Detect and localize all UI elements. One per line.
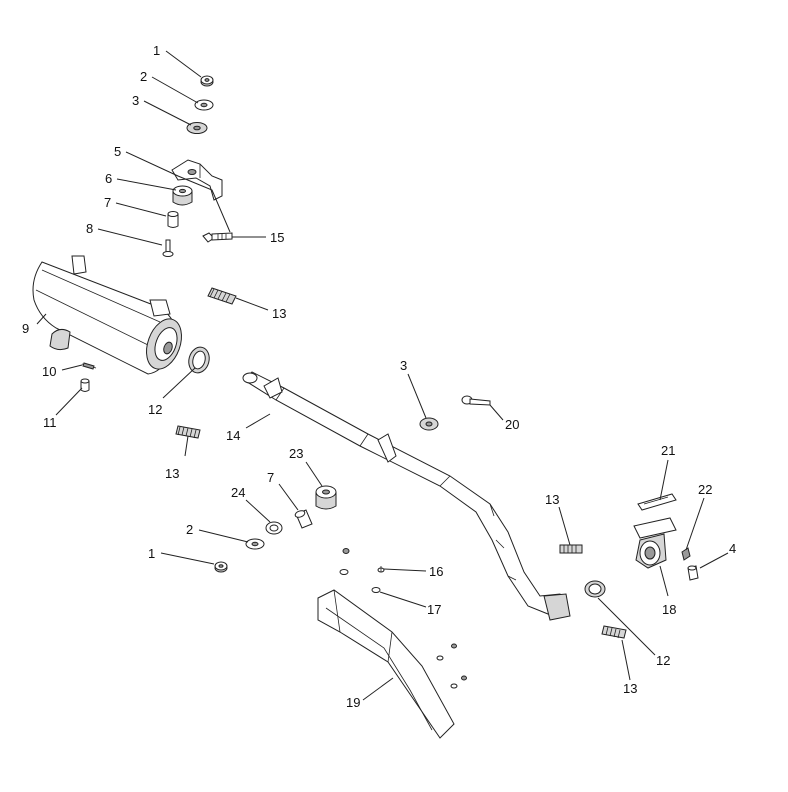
callout-3-top: 3 [132, 93, 139, 108]
callout-9: 9 [22, 321, 29, 336]
part-rubber-mount [172, 185, 193, 206]
part-plug [80, 378, 90, 392]
part-flange-gasket [637, 493, 677, 511]
callout-10: 10 [42, 364, 56, 379]
callout-1-lower: 1 [148, 546, 155, 561]
part-gasket-header [584, 580, 606, 598]
callout-3-mid: 3 [400, 358, 407, 373]
callout-23: 23 [289, 446, 303, 461]
callout-13-c: 13 [545, 492, 559, 507]
callout-2-lower: 2 [186, 522, 193, 537]
part-nut-lower [214, 561, 228, 573]
part-plug-4 [687, 565, 699, 581]
part-heat-shield [317, 589, 467, 739]
part-bolt-20 [461, 395, 491, 406]
callout-13-b: 13 [165, 466, 179, 481]
part-gasket-muffler [188, 346, 210, 374]
callout-19: 19 [346, 695, 360, 710]
callout-21: 21 [661, 443, 675, 458]
callout-numbers: 1 2 3 5 6 7 8 15 13 9 10 11 12 13 14 3 2… [22, 43, 736, 710]
callout-2-top: 2 [140, 69, 147, 84]
part-washer-24 [265, 521, 283, 535]
callout-5: 5 [114, 144, 121, 159]
callout-7-top: 7 [104, 195, 111, 210]
part-grommet-washer-mid [419, 417, 439, 431]
callout-13-a: 13 [272, 306, 286, 321]
part-spring-d [601, 625, 627, 639]
callout-1-top: 1 [153, 43, 160, 58]
callout-11: 11 [43, 415, 57, 430]
callout-24: 24 [231, 485, 245, 500]
callout-18: 18 [662, 602, 676, 617]
part-spacer-sleeve-lower [294, 509, 313, 529]
part-rubber-mount-lower [315, 485, 337, 510]
part-nut-top [200, 75, 214, 87]
part-bolt-small [162, 239, 174, 257]
callout-4: 4 [729, 541, 736, 556]
callout-17: 17 [427, 602, 441, 617]
callout-8: 8 [86, 221, 93, 236]
callout-15: 15 [270, 230, 284, 245]
callout-7-lower: 7 [267, 470, 274, 485]
callout-6: 6 [105, 171, 112, 186]
callout-12-a: 12 [148, 402, 162, 417]
callout-22: 22 [698, 482, 712, 497]
callout-12-b: 12 [656, 653, 670, 668]
callout-14: 14 [226, 428, 240, 443]
part-spring-pin [81, 362, 97, 370]
part-washer-top [194, 99, 214, 111]
callout-16: 16 [429, 564, 443, 579]
part-muffler [32, 255, 182, 375]
callout-20: 20 [505, 417, 519, 432]
part-header-flange [633, 517, 677, 569]
part-spring-c [559, 544, 583, 554]
part-spacer-sleeve-top [167, 211, 179, 228]
part-washer-lower [245, 538, 265, 550]
part-spring-a [207, 287, 237, 305]
part-grommet-washer-top [186, 122, 208, 134]
part-screw-16 [342, 548, 385, 573]
part-flange-bolt [202, 232, 233, 243]
leader-lines [36, 50, 729, 701]
part-exhaust-pipe [242, 371, 571, 621]
part-washer-17 [339, 569, 381, 593]
part-spring-b [175, 425, 201, 439]
callout-13-d: 13 [623, 681, 637, 696]
part-bracket [171, 159, 223, 201]
